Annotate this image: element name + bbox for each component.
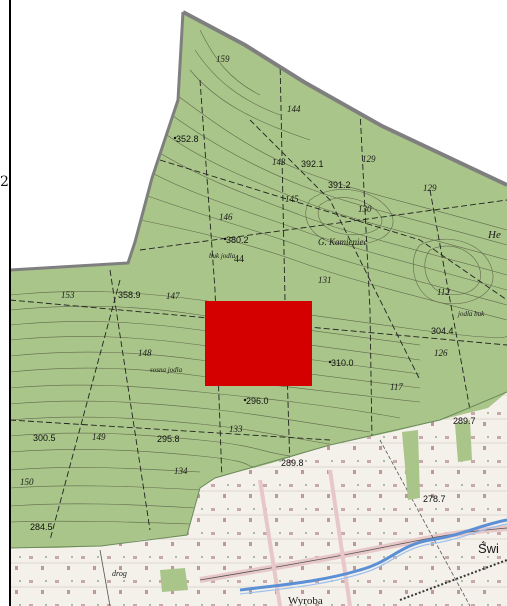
compartment-number: 148	[138, 348, 152, 358]
spot-height: 289.7	[453, 416, 476, 426]
place-name-swi: Świ	[478, 541, 499, 556]
place-name-44: 44	[234, 254, 244, 265]
compartment-lines	[10, 59, 507, 541]
compartment-number: 129	[362, 154, 376, 164]
compartment-number: 143	[272, 157, 286, 167]
compartment-number: 153	[61, 290, 75, 300]
place-name-he: He	[487, 229, 501, 241]
spot-height: 296.0	[246, 396, 269, 406]
forest-patches	[160, 420, 472, 592]
compartment-number: 129	[423, 183, 437, 193]
compartment-number: 117	[390, 382, 403, 392]
spot-height: 380.2	[226, 235, 249, 245]
compartment-number: 131	[318, 275, 332, 285]
spot-height: 304.4	[431, 326, 454, 336]
spot-height: 392.1	[301, 159, 324, 169]
compartment-number: 150	[20, 477, 34, 487]
compartment-number: 144	[287, 104, 301, 114]
spot-height: 295.8	[157, 434, 180, 444]
spot-height: 289.8	[281, 458, 304, 468]
forest-area	[10, 12, 507, 548]
spot-height: 391.2	[328, 180, 351, 190]
forest-boundary	[182, 10, 507, 187]
compartment-number: 134	[174, 466, 188, 476]
margin-label: 2	[0, 174, 9, 190]
compartment-number: 133	[229, 424, 243, 434]
place-name-jodla-buk: jodla buk	[457, 310, 485, 318]
place-name-drog: drog	[112, 569, 127, 578]
spot-height: 352.8	[176, 134, 199, 144]
compartment-number: 112	[437, 287, 450, 297]
spot-height: 310.0	[331, 358, 354, 368]
red-square-marker[interactable]	[205, 301, 312, 386]
place-name-wyroba: Wyroba	[288, 595, 323, 606]
compartment-number: 130	[358, 204, 372, 214]
place-name-kamieniec: G. Kamieniec	[318, 237, 368, 247]
compartment-number: 126	[434, 348, 448, 358]
spot-height: 358.9	[118, 290, 141, 300]
compartment-number: 149	[92, 432, 106, 442]
contour-lines	[10, 29, 507, 525]
compartment-number: 159	[216, 54, 230, 64]
compartment-number: 146	[219, 212, 233, 222]
compartment-number: 145	[285, 194, 299, 204]
spot-height: 300.5	[33, 433, 56, 443]
place-name-buk-jodla: buk jodla	[209, 252, 236, 260]
river	[239, 518, 507, 592]
compartment-number: 147	[166, 291, 180, 301]
spot-height: 284.5	[30, 522, 53, 532]
place-name-sosna-jodla: sosna jodla	[150, 366, 183, 374]
spot-height: 278.7	[423, 494, 446, 504]
